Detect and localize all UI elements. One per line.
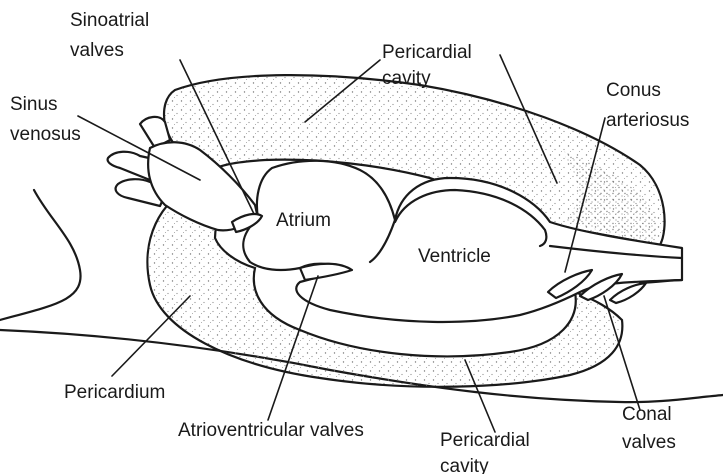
- leader-pericardium: [112, 296, 190, 376]
- label-pericardial-cavity-bottom: Pericardial cavity: [440, 430, 535, 474]
- label-pericardium: Pericardium: [64, 382, 165, 403]
- label-sinoatrial-valves: Sinoatrial valves: [70, 10, 155, 61]
- conal-valve-3: [610, 283, 646, 303]
- body-wall-left: [0, 190, 81, 320]
- label-pericardial-cavity-top: Pericardial cavity: [382, 42, 477, 89]
- label-atrioventricular-valves: Atrioventricular valves: [178, 420, 364, 441]
- label-conus-arteriosus: Conus arteriosus: [606, 80, 689, 131]
- label-atrium: Atrium: [276, 210, 331, 231]
- label-conal-valves: Conal valves: [622, 404, 677, 453]
- label-ventricle: Ventricle: [418, 246, 491, 267]
- label-sinus-venosus: Sinus venosus: [10, 94, 81, 145]
